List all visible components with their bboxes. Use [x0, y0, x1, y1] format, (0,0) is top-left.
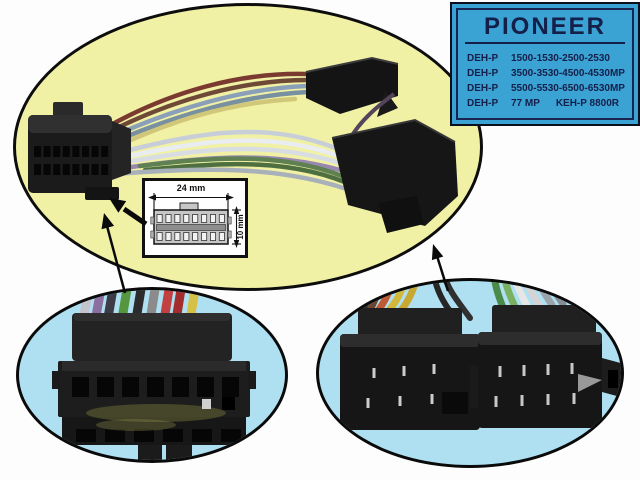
connector-closeup-left	[16, 287, 288, 463]
connector-front-view	[150, 202, 232, 245]
slot-row-lower	[76, 429, 241, 442]
wire-blue-gray	[106, 83, 311, 141]
wire-silver	[106, 129, 341, 158]
closeup-right-photo	[340, 281, 621, 430]
slot-row-upper	[72, 377, 239, 397]
iso-plug-right	[478, 305, 621, 428]
pioneer-label-frame: PIONEER DEH-P 1500-1530-2500-2530 DEH-P …	[456, 8, 634, 120]
wire-slate	[106, 89, 311, 147]
connector-closeup-right	[316, 278, 624, 468]
model-codes: 1500-1530-2500-2530	[511, 53, 610, 64]
wire	[442, 281, 473, 321]
stamped-text-smudge	[86, 404, 226, 422]
wire-brown	[106, 77, 311, 135]
wire-green	[137, 156, 357, 184]
wire-gray	[110, 167, 361, 196]
wire-white	[106, 138, 345, 163]
pioneer-16pin-connector	[28, 102, 131, 200]
model-prefix: DEH-P	[467, 68, 499, 79]
model-extra	[625, 81, 629, 96]
model-codes: 3500-3530-4500-4530MP	[511, 68, 625, 79]
metal-pins	[366, 364, 436, 408]
metal-pins	[494, 363, 576, 407]
wire-green-2	[142, 161, 359, 190]
wire	[544, 281, 567, 308]
height-dimension-label: 10 mm	[236, 214, 245, 239]
model-prefix: DEH-P	[467, 53, 499, 64]
model-extra	[625, 66, 629, 81]
brand-logo: PIONEER	[465, 13, 625, 44]
dimension-inset: 24 mm	[142, 178, 248, 258]
iso-connector-lower	[331, 118, 458, 233]
harness-wires	[106, 71, 361, 196]
width-dimension-label: 24 mm	[177, 183, 206, 193]
closeup-16pin-connector	[52, 313, 256, 460]
model-codes: 5500-5530-6500-6530MP	[511, 83, 625, 94]
model-row: DEH-P 77 MP KEH-P 8800R	[467, 96, 623, 111]
model-extra: KEH-P 8800R	[555, 98, 619, 109]
stamped-text-smudge	[96, 419, 176, 431]
wire	[534, 281, 556, 309]
pin-sockets	[34, 146, 109, 175]
model-prefix: DEH-P	[467, 83, 499, 94]
iso-plug-left	[340, 308, 484, 430]
model-row: DEH-P 3500-3530-4500-4530MP	[467, 66, 625, 81]
pin-holes-row-bottom	[156, 232, 225, 241]
latch-lever	[578, 374, 602, 392]
wire-maroon	[106, 71, 311, 129]
model-list: DEH-P 1500-1530-2500-2530 DEH-P 3500-353…	[458, 51, 632, 111]
model-prefix: DEH-P	[467, 98, 499, 109]
model-codes: 77 MP	[511, 98, 540, 109]
pin-holes-row-top	[156, 214, 225, 223]
pioneer-label: PIONEER DEH-P 1500-1530-2500-2530 DEH-P …	[450, 2, 640, 126]
harness-photo-oval	[13, 3, 483, 291]
model-row: DEH-P 5500-5530-6500-6530MP	[467, 81, 625, 96]
closeup-left-photo	[52, 290, 256, 460]
iso-connector-upper	[305, 56, 399, 117]
harness-photo	[28, 56, 458, 233]
wire-white-2	[106, 146, 349, 168]
model-extra	[619, 51, 623, 66]
model-row: DEH-P 1500-1530-2500-2530	[467, 51, 623, 66]
wire	[522, 281, 544, 311]
dimension-drawing: 24 mm	[148, 183, 245, 248]
